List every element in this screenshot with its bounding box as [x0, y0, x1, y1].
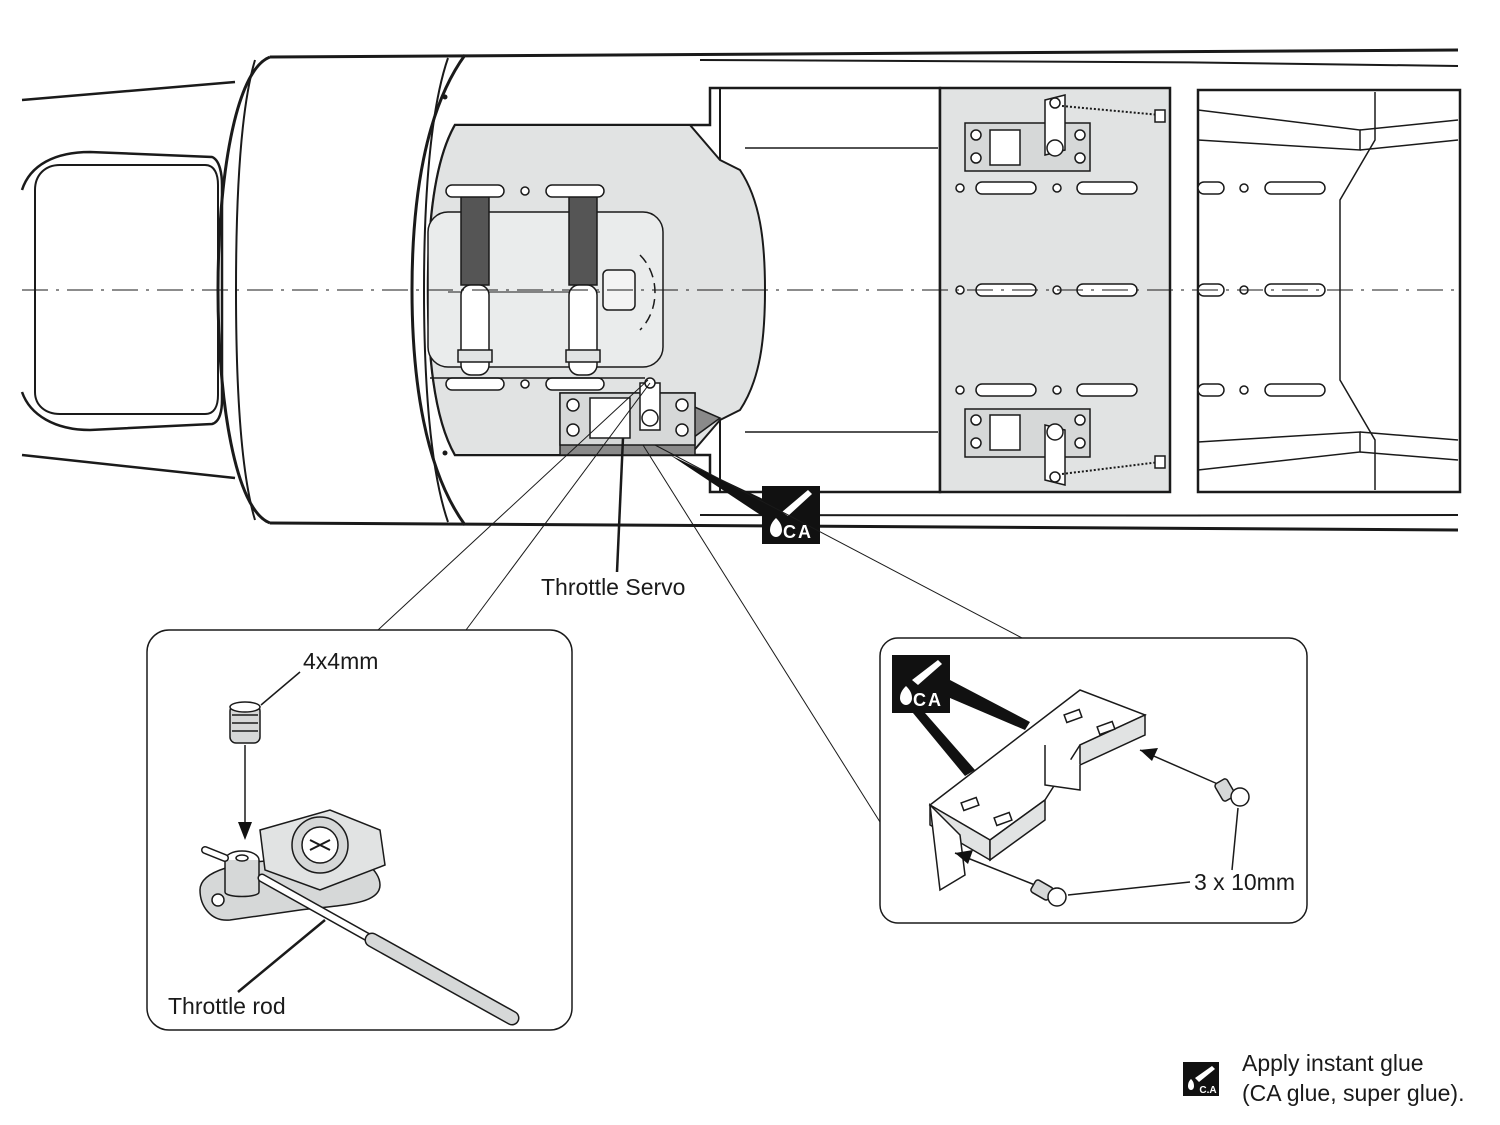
legend-ca-icon: C.A	[1183, 1062, 1219, 1096]
throttle-detail-panel	[146, 629, 573, 1031]
screw-lower	[954, 850, 1067, 907]
legend-line-2: (CA glue, super glue).	[1242, 1080, 1465, 1106]
mount-screw-size-label: 3 x 10mm	[1194, 869, 1295, 895]
setscrew-4x4	[229, 671, 301, 744]
servo-mount-detail-panel	[879, 637, 1308, 924]
setscrew-size-label: 4x4mm	[303, 648, 379, 674]
throttle-servo-leader	[615, 437, 625, 573]
rear-fuselage-frame	[1196, 88, 1462, 494]
throttle-servo	[559, 377, 722, 456]
ca-icon-text-main: CA	[783, 522, 813, 542]
legend-icon-text: C.A	[1199, 1085, 1216, 1096]
throttle-rod-label: Throttle rod	[168, 993, 286, 1019]
screw-upper	[1139, 748, 1250, 807]
throttle-servo-label: Throttle Servo	[541, 574, 686, 600]
legend-line-1: Apply instant glue	[1242, 1050, 1424, 1076]
ca-glue-pointer	[670, 455, 820, 544]
magnification-lines	[377, 379, 1023, 823]
ca-icon-text-detail: CA	[913, 690, 943, 710]
elevator-servo	[964, 94, 1166, 172]
rudder-servo	[964, 408, 1166, 486]
